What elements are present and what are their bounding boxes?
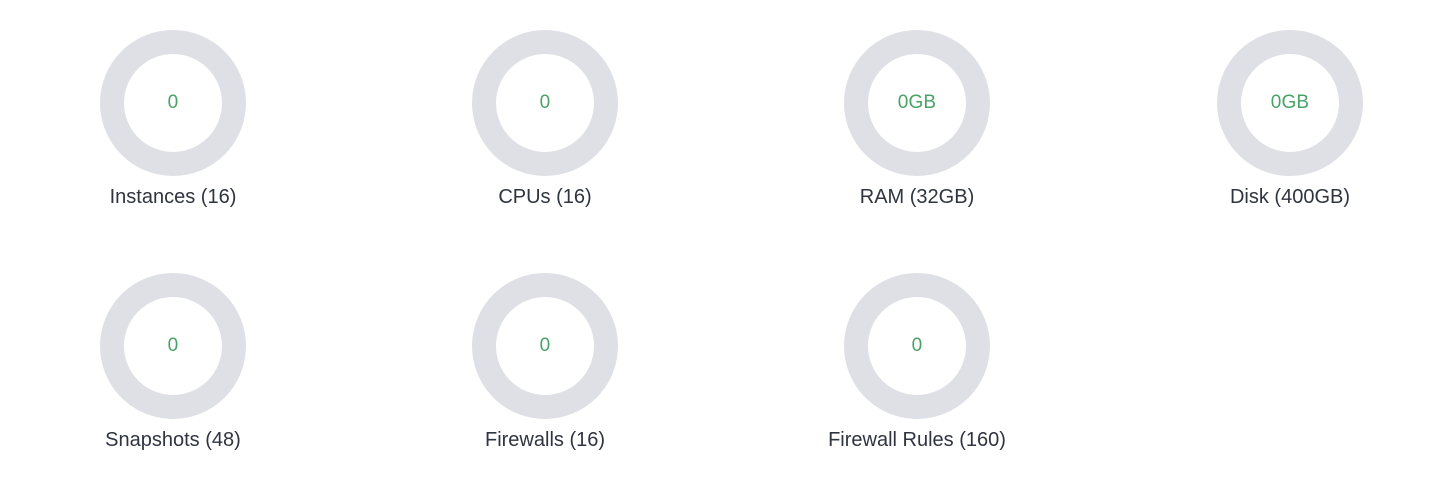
usage-donut: 0 — [844, 273, 990, 419]
usage-ring — [100, 273, 246, 419]
usage-value: 0 — [167, 92, 179, 113]
quota-card-firewall-rules: 0 Firewall Rules (160) — [767, 243, 1067, 451]
usage-ring — [844, 273, 990, 419]
usage-donut: 0GB — [844, 30, 990, 176]
usage-donut: 0 — [100, 30, 246, 176]
quota-card-snapshots: 0 Snapshots (48) — [23, 243, 323, 451]
quota-label: Firewall Rules (160) — [828, 429, 1006, 451]
quota-label: Instances (16) — [109, 186, 237, 208]
usage-value: 0 — [539, 335, 551, 356]
quota-card-cpus: 0 CPUs (16) — [395, 0, 695, 208]
quota-label: RAM (32GB) — [859, 186, 975, 208]
usage-ring-track — [100, 273, 246, 419]
usage-donut: 0 — [472, 30, 618, 176]
usage-value: 0 — [911, 335, 923, 356]
usage-ring-track — [844, 30, 990, 176]
usage-donut: 0 — [100, 273, 246, 419]
usage-ring — [472, 273, 618, 419]
usage-value: 0GB — [1270, 92, 1310, 113]
usage-ring-track — [844, 273, 990, 419]
quota-card-instances: 0 Instances (16) — [23, 0, 323, 208]
usage-ring-track — [1217, 30, 1363, 176]
quota-label: CPUs (16) — [498, 186, 592, 208]
usage-donut: 0 — [472, 273, 618, 419]
quota-label: Firewalls (16) — [484, 429, 606, 451]
quota-card-ram: 0GB RAM (32GB) — [767, 0, 1067, 208]
quota-card-firewalls: 0 Firewalls (16) — [395, 243, 695, 451]
usage-value: 0 — [539, 92, 551, 113]
usage-value: 0 — [167, 335, 179, 356]
quota-label: Snapshots (48) — [105, 429, 241, 451]
quota-label: Disk (400GB) — [1229, 186, 1351, 208]
usage-ring-track — [472, 30, 618, 176]
quota-card-disk: 0GB Disk (400GB) — [1140, 0, 1440, 208]
usage-ring — [844, 30, 990, 176]
usage-ring — [1217, 30, 1363, 176]
usage-donut: 0GB — [1217, 30, 1363, 176]
usage-value: 0GB — [897, 92, 937, 113]
usage-ring — [472, 30, 618, 176]
usage-ring-track — [100, 30, 246, 176]
usage-ring-track — [472, 273, 618, 419]
usage-ring — [100, 30, 246, 176]
